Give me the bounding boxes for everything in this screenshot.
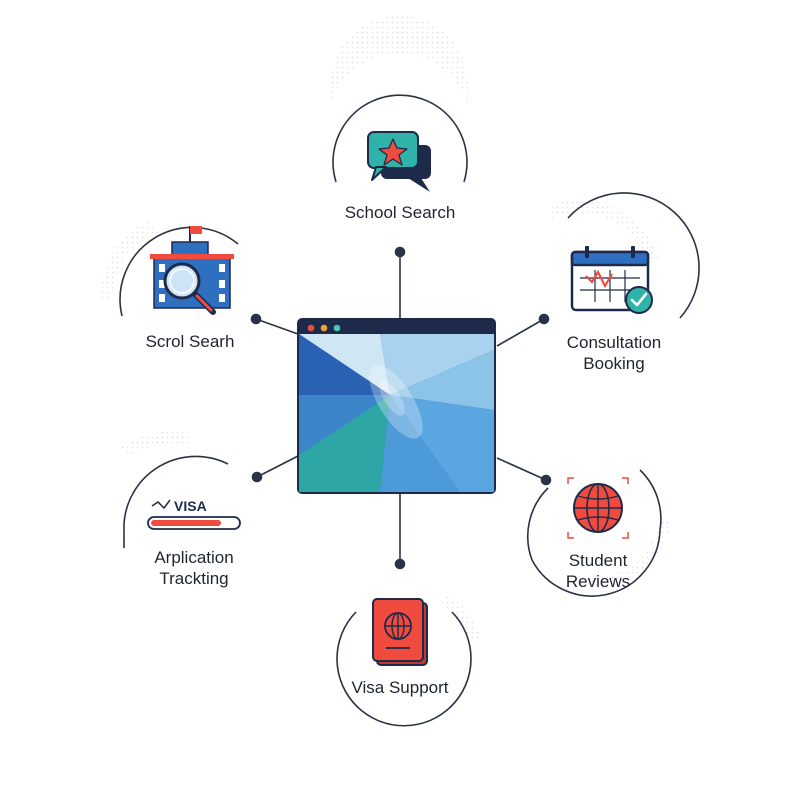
- node-ring-top: [332, 94, 468, 183]
- label-upper-left-line-1: Scrol Searh: [145, 332, 235, 351]
- passport-icon: [372, 598, 428, 666]
- star-speech-bubble-icon: [367, 131, 431, 192]
- node-top: [330, 16, 468, 192]
- globe-arrows-icon: [567, 477, 629, 539]
- node-upper-right: [548, 192, 700, 319]
- window-dot-red: [307, 324, 315, 332]
- window-dot-teal: [333, 324, 341, 332]
- connector-dot-bottom: [394, 558, 406, 570]
- node-ring-upper-right: [567, 192, 700, 319]
- connector-dot-lower-right: [540, 474, 552, 486]
- node-bottom: [336, 594, 482, 727]
- connector-dot-upper-right: [538, 313, 550, 325]
- hub-browser-window: [297, 318, 496, 494]
- label-top: School Search: [330, 202, 470, 223]
- node-ring-upper-left: [119, 226, 239, 317]
- label-lower-left-line-1: Arplication: [154, 548, 234, 567]
- node-upper-left: [99, 220, 239, 317]
- label-bottom-line-1: Visa Support: [351, 678, 449, 697]
- label-lower-left: Arplication Trackting: [124, 547, 264, 589]
- node-lower-right: [526, 469, 672, 597]
- label-lower-left-line-2: Trackting: [159, 569, 229, 588]
- calendar-checkmark-icon: [570, 246, 653, 314]
- window-dot-orange: [320, 324, 328, 332]
- label-bottom: Visa Support: [330, 677, 470, 698]
- label-upper-right-line-1: Consultation: [566, 333, 662, 352]
- connector-upper-left: [255, 318, 299, 335]
- connector-dot-top: [394, 246, 406, 258]
- visa-icon-text: VISA: [174, 498, 207, 514]
- browser-screen: [299, 334, 494, 492]
- node-ring-lower-right: [526, 469, 662, 597]
- label-upper-right-line-2: Booking: [583, 354, 645, 373]
- label-top-line-1: School Search: [344, 203, 456, 222]
- connector-lower-left: [256, 455, 299, 478]
- connector-dot-upper-left: [250, 313, 262, 325]
- node-ring-lower-left: [123, 455, 229, 548]
- label-lower-right: Student Reviews: [528, 550, 668, 592]
- label-lower-right-line-1: Student: [568, 551, 628, 570]
- connector-lower-right: [496, 457, 547, 481]
- connectors: [250, 246, 552, 570]
- connector-dot-lower-left: [251, 471, 263, 483]
- node-lower-left: VISA: [120, 431, 241, 548]
- label-upper-right: Consultation Booking: [540, 332, 688, 374]
- label-lower-right-line-2: Reviews: [565, 572, 631, 591]
- visa-progress-bar-icon: VISA: [147, 498, 241, 530]
- label-upper-left: Scrol Searh: [120, 331, 260, 352]
- school-building-magnifier-icon: [150, 226, 234, 315]
- node-ring-bottom: [336, 611, 472, 727]
- connector-upper-right: [496, 318, 545, 347]
